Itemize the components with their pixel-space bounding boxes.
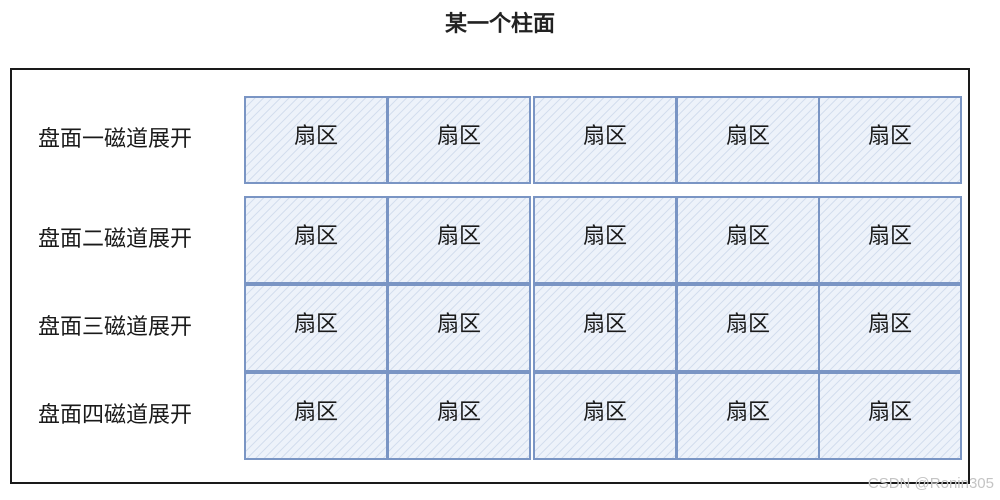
sector-label: 扇区 — [867, 312, 912, 337]
sector-label: 扇区 — [582, 124, 627, 149]
sector-cell: 扇区 — [818, 372, 962, 460]
sector-cell: 扇区 — [818, 96, 962, 184]
sector-cell: 扇区 — [244, 372, 388, 460]
diagram-title: 某一个柱面 — [444, 12, 555, 37]
sector-label: 扇区 — [582, 400, 627, 425]
watermark: CSDN @Ronin305 — [867, 475, 994, 492]
sector-cell: 扇区 — [533, 284, 677, 372]
sector-label: 扇区 — [725, 224, 770, 249]
sector-cell: 扇区 — [818, 196, 962, 284]
cylinder-frame — [10, 68, 970, 484]
sector-label: 扇区 — [436, 224, 481, 249]
sector-label: 扇区 — [436, 124, 481, 149]
sector-cell: 扇区 — [244, 284, 388, 372]
sector-cell: 扇区 — [244, 196, 388, 284]
sector-label: 扇区 — [436, 400, 481, 425]
platter-track-label: 盘面一磁道展开 — [38, 127, 193, 152]
sector-cell: 扇区 — [387, 196, 531, 284]
sector-label: 扇区 — [582, 312, 627, 337]
sector-label: 扇区 — [293, 400, 338, 425]
sector-cell: 扇区 — [676, 284, 820, 372]
sector-cell: 扇区 — [387, 284, 531, 372]
sector-label: 扇区 — [293, 224, 338, 249]
sector-cell: 扇区 — [818, 284, 962, 372]
platter-track-label: 盘面三磁道展开 — [38, 315, 193, 340]
sector-cell: 扇区 — [676, 372, 820, 460]
sector-label: 扇区 — [725, 400, 770, 425]
sector-label: 扇区 — [725, 124, 770, 149]
sector-label: 扇区 — [293, 312, 338, 337]
sector-cell: 扇区 — [676, 96, 820, 184]
sector-cell: 扇区 — [244, 96, 388, 184]
sector-label: 扇区 — [582, 224, 627, 249]
sector-cell: 扇区 — [387, 96, 531, 184]
sector-label: 扇区 — [293, 124, 338, 149]
sector-cell: 扇区 — [676, 196, 820, 284]
sector-label: 扇区 — [867, 224, 912, 249]
sector-label: 扇区 — [725, 312, 770, 337]
sector-label: 扇区 — [867, 124, 912, 149]
sector-label: 扇区 — [436, 312, 481, 337]
sector-cell: 扇区 — [533, 96, 677, 184]
sector-label: 扇区 — [867, 400, 912, 425]
platter-track-label: 盘面二磁道展开 — [38, 227, 193, 252]
sector-cell: 扇区 — [533, 196, 677, 284]
sector-cell: 扇区 — [533, 372, 677, 460]
platter-track-label: 盘面四磁道展开 — [38, 403, 193, 428]
sector-cell: 扇区 — [387, 372, 531, 460]
